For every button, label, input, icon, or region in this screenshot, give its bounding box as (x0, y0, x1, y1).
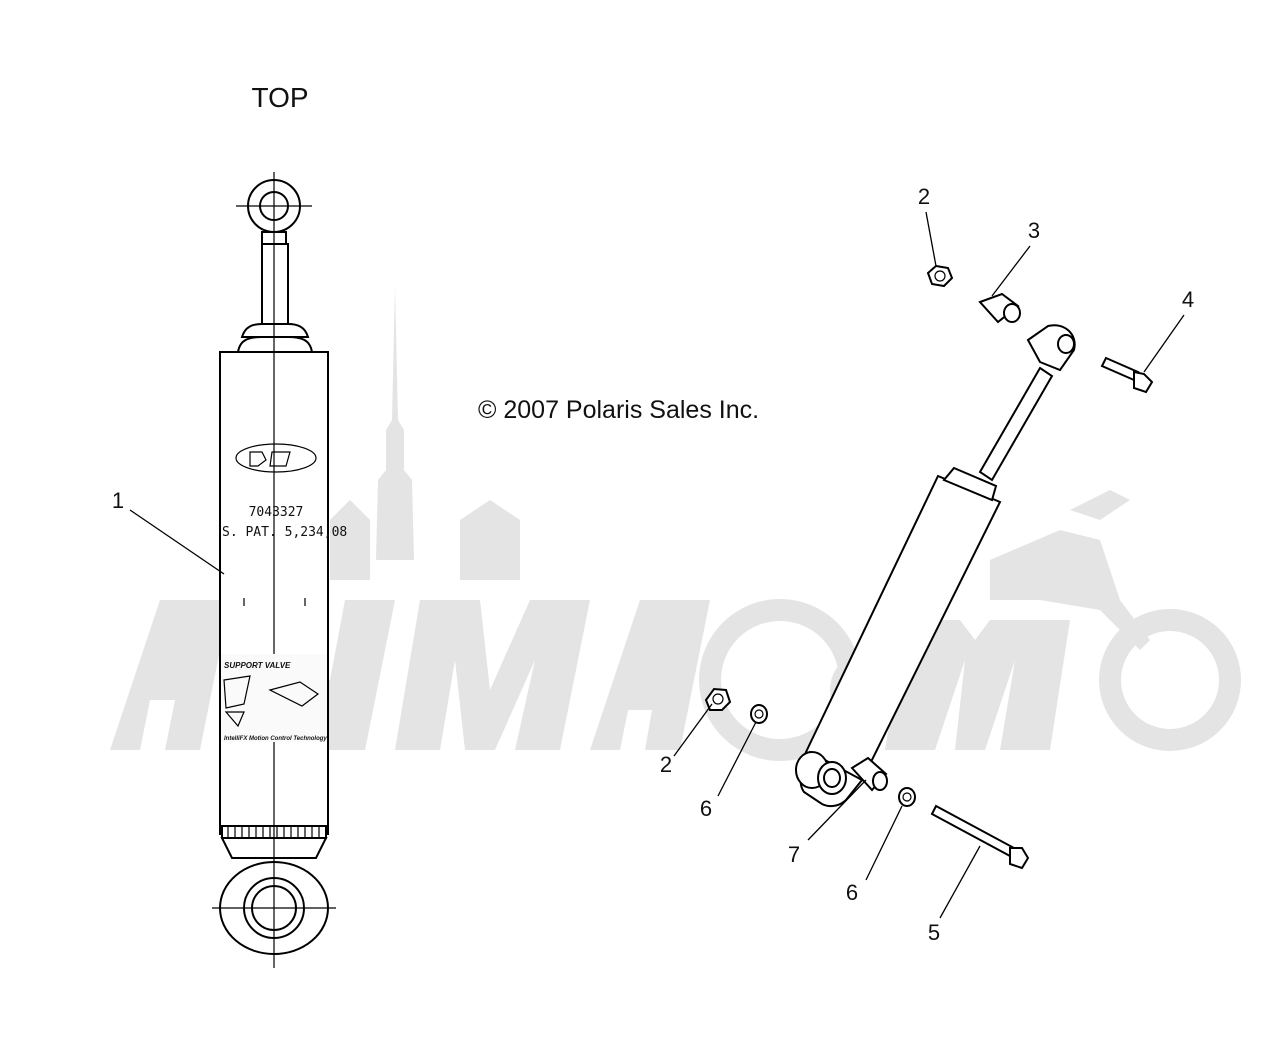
callout-2-bottom: 2 (660, 752, 672, 777)
shock-part-number: 7043327 (249, 505, 304, 520)
view-label-top: TOP (251, 82, 308, 113)
decal-title: SUPPORT VALVE (224, 661, 291, 670)
decal-subtitle: IntelliFX Motion Control Technology (224, 736, 327, 742)
callout-6-left: 6 (700, 796, 712, 821)
callout-5: 5 (928, 920, 940, 945)
copyright-notice: © 2007 Polaris Sales Inc. (478, 396, 759, 424)
knurl-ring (227, 827, 320, 837)
callout-7: 7 (788, 842, 800, 867)
shock-absorber-front-view: 7043327 S. PAT. 5,234,08 SUPPORT VALVE I… (212, 172, 347, 968)
callout-4: 4 (1182, 287, 1194, 312)
brand-logo-ellipse (235, 443, 317, 473)
callout-1: 1 (112, 488, 124, 513)
callout-2-top: 2 (918, 184, 930, 209)
shock-patent-text: S. PAT. 5,234,08 (222, 525, 347, 540)
shock-assembly-exploded (704, 264, 1154, 870)
callout-6-right: 6 (846, 880, 858, 905)
callout-3: 3 (1028, 218, 1040, 243)
